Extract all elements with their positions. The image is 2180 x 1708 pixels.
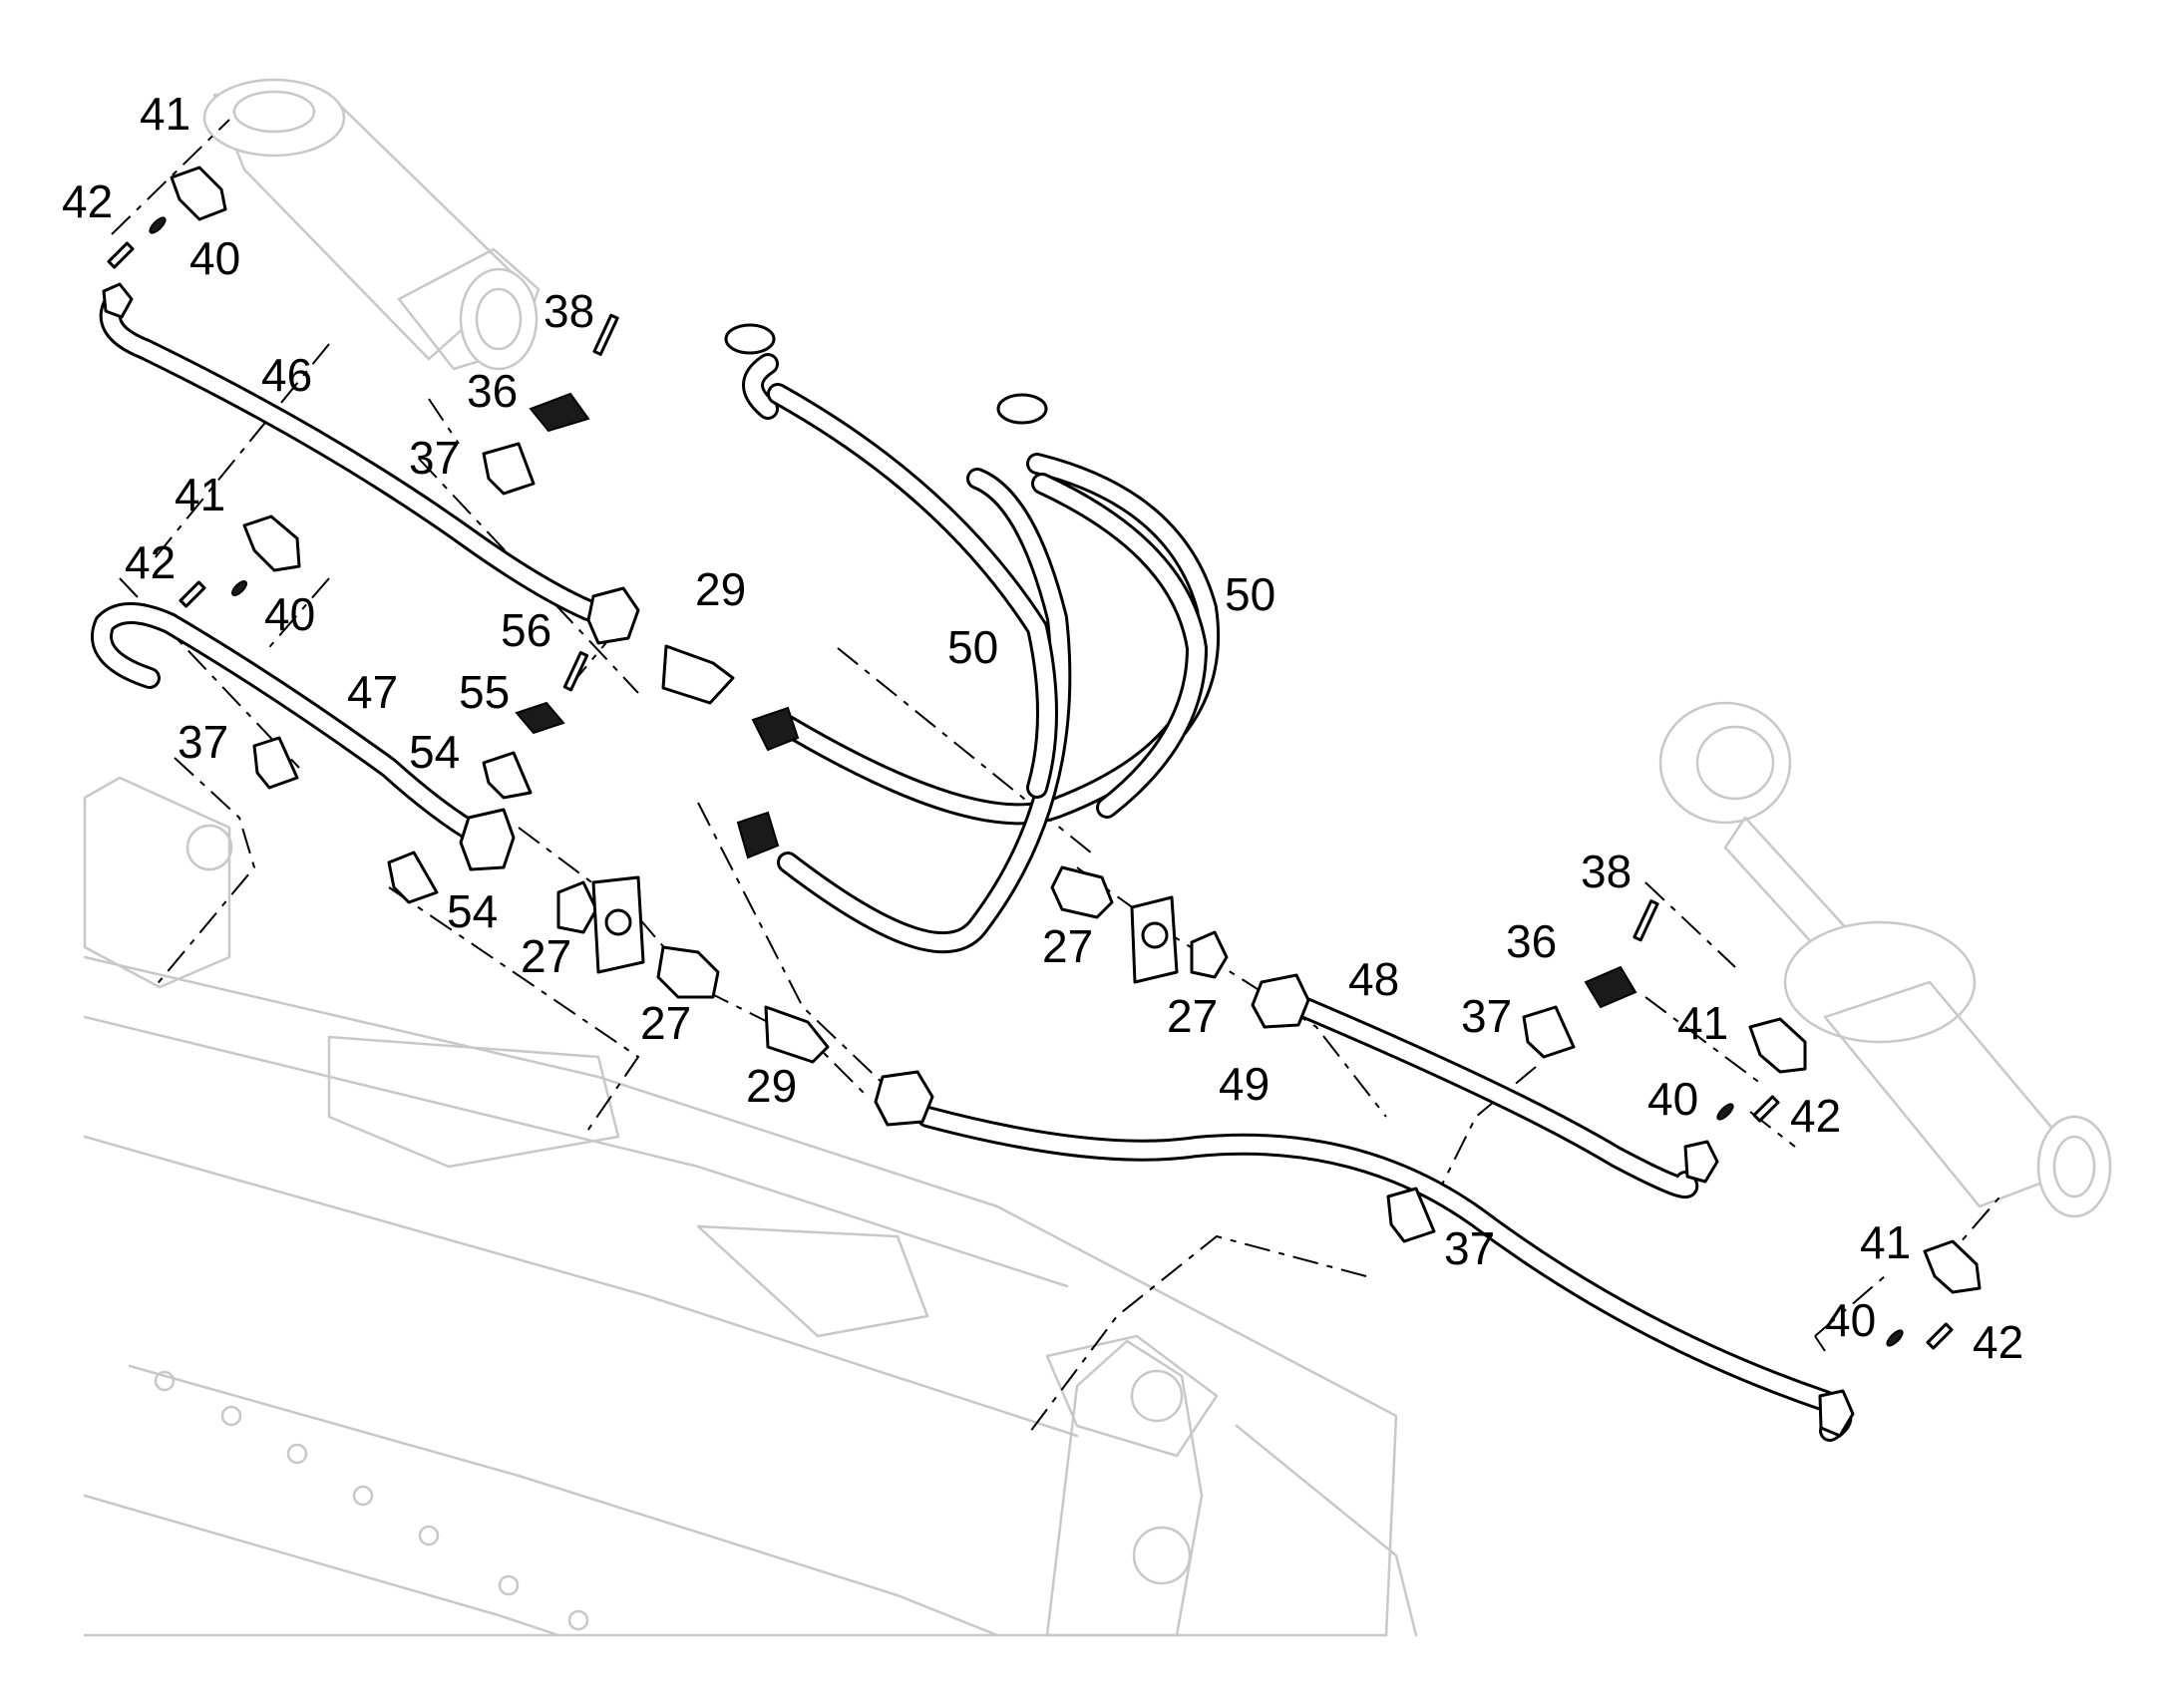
hose-50-cap-right xyxy=(996,393,1048,425)
callout-46: 46 xyxy=(261,349,312,401)
callout-54-b: 54 xyxy=(447,885,498,937)
hex-nut-48-start xyxy=(1251,973,1310,1029)
nut-27-d xyxy=(1190,930,1229,979)
callout-29-b: 29 xyxy=(746,1060,797,1112)
hose-50-top-right xyxy=(1031,473,1208,819)
loader-frame xyxy=(83,776,1418,1637)
hex-nut-47-end xyxy=(459,808,516,871)
callout-27-d: 27 xyxy=(1167,990,1218,1042)
cylinder-right xyxy=(1658,701,2112,1218)
hex-nut-46-end xyxy=(586,586,640,645)
callout-37-c: 37 xyxy=(1461,990,1512,1042)
callout-41-d: 41 xyxy=(1860,1216,1911,1268)
elbow-fitting-top-left xyxy=(102,282,134,319)
callout-40-d: 40 xyxy=(1825,1294,1876,1346)
callout-42-c: 42 xyxy=(1790,1090,1841,1142)
clamp-37-d xyxy=(1386,1187,1436,1243)
hose-48 xyxy=(1280,991,1699,1199)
callout-38-a: 38 xyxy=(544,285,594,337)
callout-41-a: 41 xyxy=(140,88,190,140)
bolt-38-a xyxy=(592,313,619,356)
callout-54-a: 54 xyxy=(409,726,460,778)
callout-38-b: 38 xyxy=(1581,846,1632,897)
callout-27-a: 27 xyxy=(521,930,571,982)
bolt-42-a xyxy=(107,241,135,269)
callout-40-c: 40 xyxy=(1647,1073,1698,1125)
callout-50-b: 50 xyxy=(1225,568,1275,620)
hose-50-top-left xyxy=(742,353,1058,799)
plate-55 xyxy=(515,701,565,735)
callout-37-d: 37 xyxy=(1444,1222,1495,1274)
callout-labels: 41 42 40 46 38 36 37 41 42 40 29 56 55 4… xyxy=(62,88,2023,1368)
clamp-41-c xyxy=(1748,1017,1807,1074)
callout-56: 56 xyxy=(501,604,551,656)
callout-48: 48 xyxy=(1348,953,1399,1005)
union-29-b xyxy=(764,1005,830,1064)
callout-27-c: 27 xyxy=(1042,920,1093,972)
hose-49 xyxy=(916,1106,1853,1442)
callout-40-a: 40 xyxy=(189,232,240,284)
callout-29-a: 29 xyxy=(695,563,746,615)
hex-nut-49-start xyxy=(874,1070,934,1127)
elbow-fitting-48-end xyxy=(1683,1140,1719,1184)
clamp-37-c xyxy=(1522,1005,1576,1059)
callout-37-a: 37 xyxy=(409,432,460,484)
callout-41-b: 41 xyxy=(175,469,225,520)
bolt-42-d xyxy=(1926,1322,1954,1350)
callout-40-b: 40 xyxy=(264,588,315,640)
nut-27-a xyxy=(556,880,598,934)
clamp-41-b xyxy=(242,514,301,572)
callout-49: 49 xyxy=(1219,1058,1270,1110)
hoses xyxy=(91,286,1853,1442)
bolt-42-b xyxy=(179,580,206,608)
plate-36-b xyxy=(1584,965,1637,1009)
callout-42-b: 42 xyxy=(125,536,176,588)
washer-40-c xyxy=(1716,1103,1734,1121)
clamp-41-d xyxy=(1923,1239,1982,1294)
callout-50-a: 50 xyxy=(947,621,998,673)
bolt-38-b xyxy=(1633,899,1659,942)
background-machine xyxy=(83,78,2112,1637)
clamp-37-b xyxy=(252,736,299,790)
union-29-a xyxy=(661,644,735,705)
hose-50-right xyxy=(777,468,1072,954)
adapter-27-c xyxy=(1050,865,1114,919)
bolt-42-c xyxy=(1752,1095,1780,1123)
callout-36-b: 36 xyxy=(1506,915,1557,967)
washer-40-d xyxy=(1886,1329,1904,1347)
clamp-54-b xyxy=(387,851,439,904)
hardware xyxy=(102,166,1982,1438)
callout-42-a: 42 xyxy=(62,175,113,227)
adapter-27-b xyxy=(656,945,720,999)
fitting-50-b xyxy=(736,811,780,859)
washer-40-b xyxy=(231,580,247,596)
clamp-37-a xyxy=(482,442,536,496)
hose-47 xyxy=(91,602,490,847)
clamp-41-a xyxy=(170,166,227,221)
cylinder-upper-left xyxy=(202,78,541,371)
callout-27-b: 27 xyxy=(640,997,691,1049)
hose-46 xyxy=(99,286,599,621)
callout-42-d: 42 xyxy=(1973,1316,2023,1368)
washer-40-a xyxy=(149,216,167,234)
hose-50-cap-left xyxy=(724,323,776,355)
callout-41-c: 41 xyxy=(1677,997,1728,1049)
callout-55: 55 xyxy=(459,666,510,718)
fitting-50-a xyxy=(751,706,800,752)
callout-47: 47 xyxy=(347,666,398,718)
elbow-fitting-49-end xyxy=(1818,1389,1855,1438)
callout-36-a: 36 xyxy=(467,365,518,417)
callout-37-b: 37 xyxy=(178,716,228,768)
clamp-54-a xyxy=(482,751,533,800)
plate-36-a xyxy=(529,392,590,433)
bolt-56 xyxy=(562,651,589,692)
